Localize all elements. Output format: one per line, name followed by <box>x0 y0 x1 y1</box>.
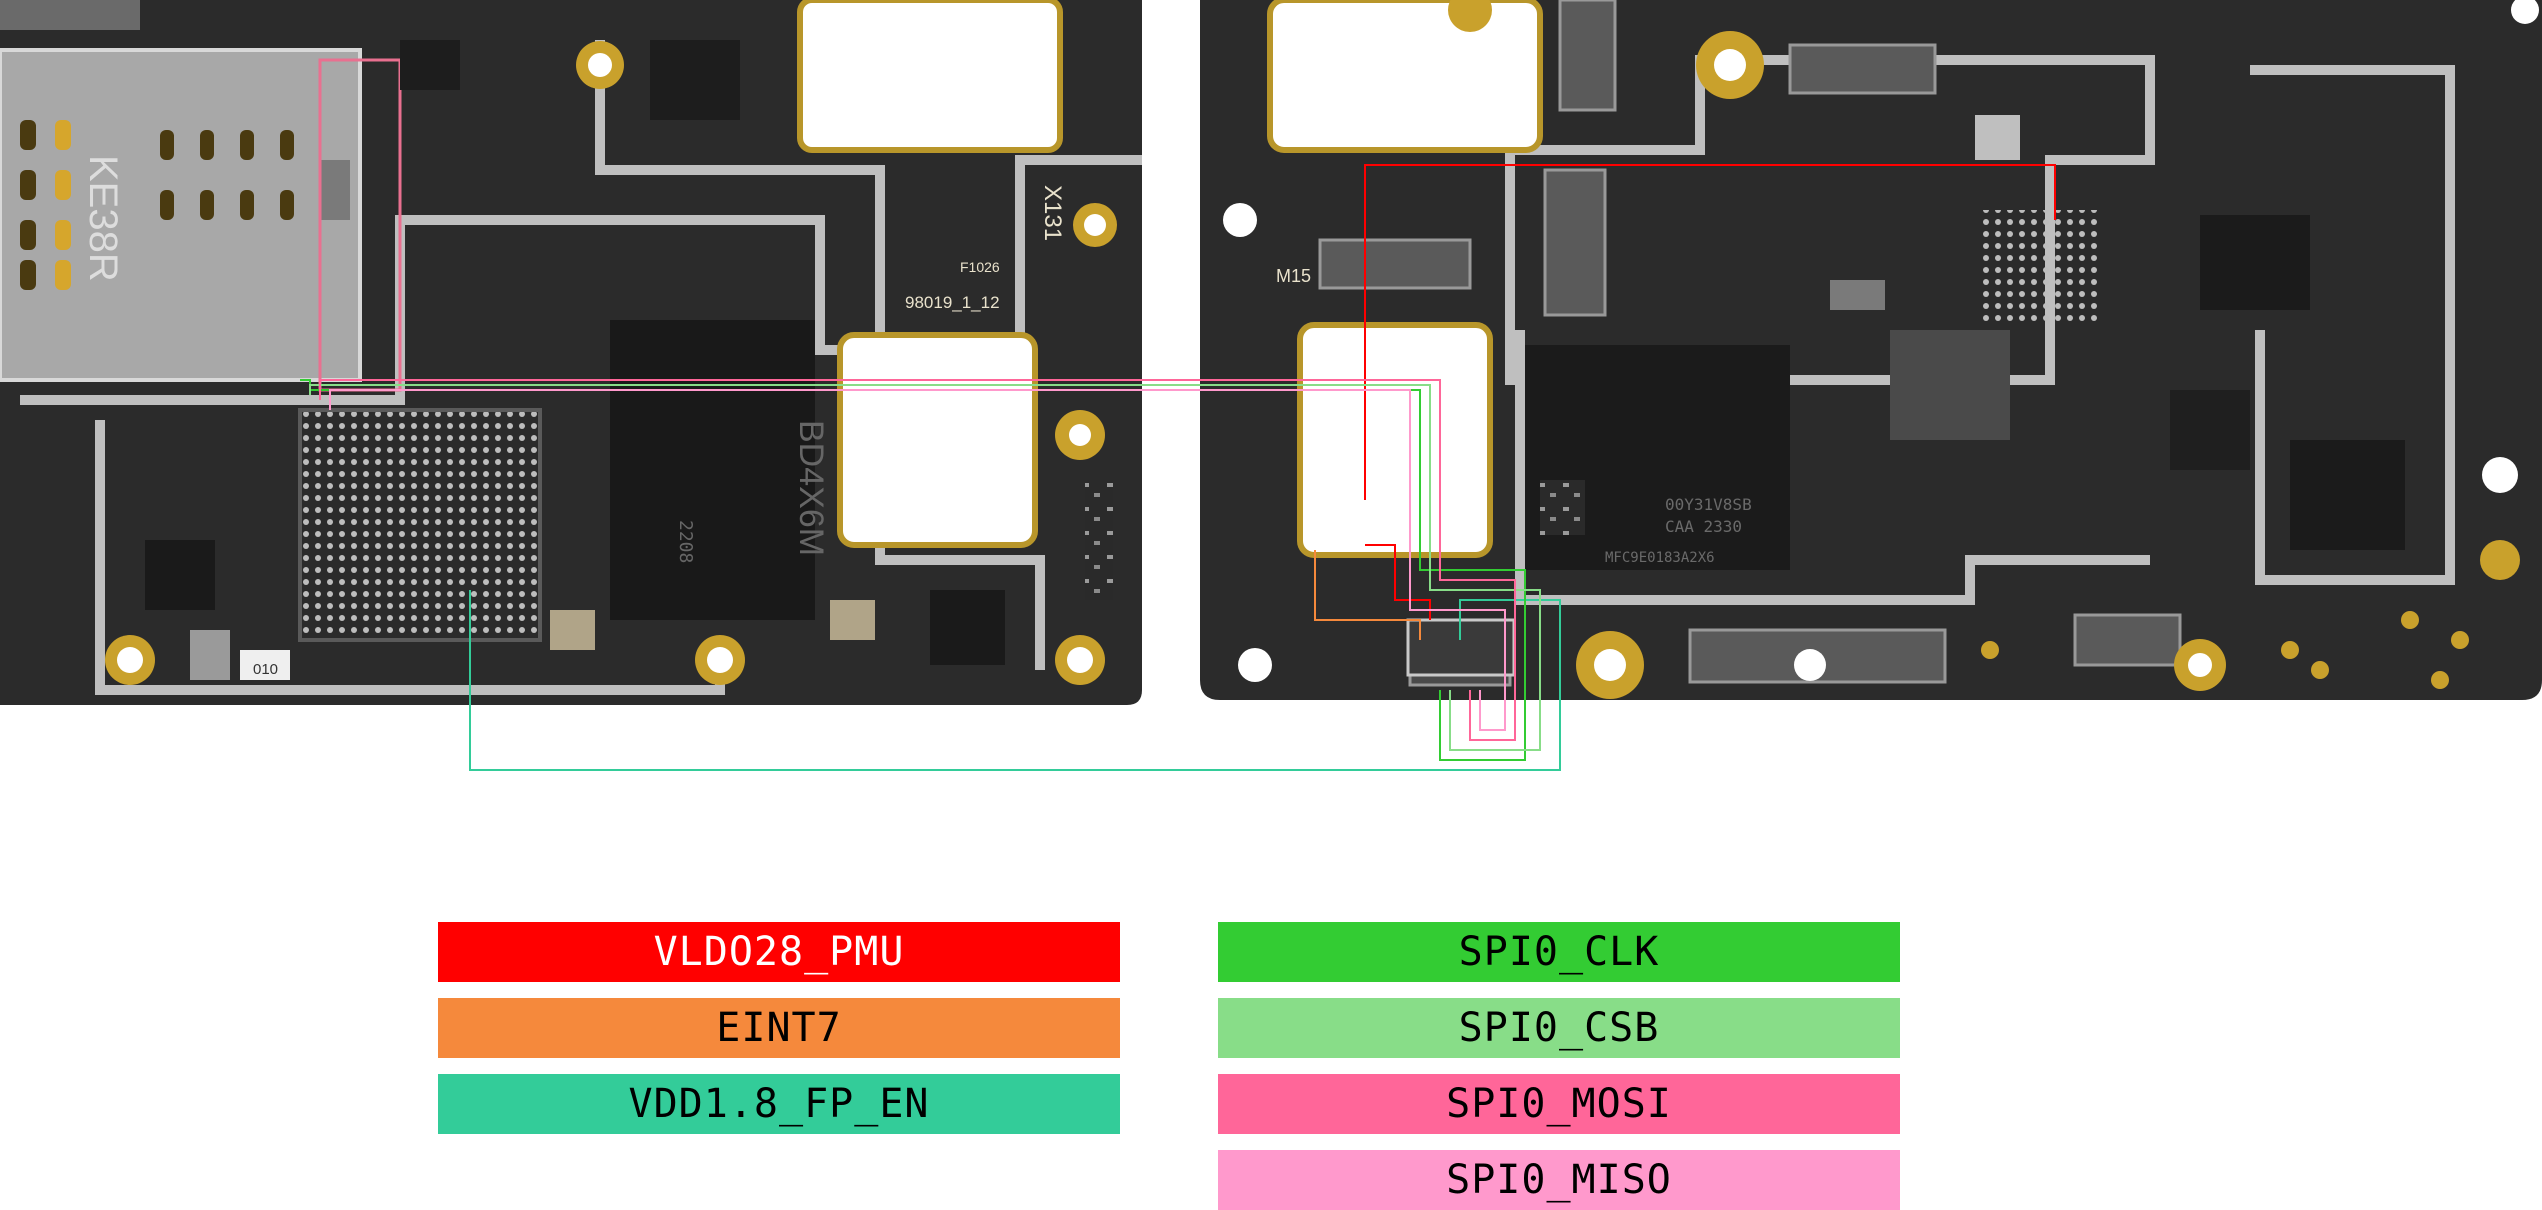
legend-label: VLDO28_PMU <box>653 929 905 975</box>
trace-spi0-clk <box>300 379 1526 761</box>
svg-text:X131: X131 <box>1039 185 1066 241</box>
soc-bga <box>298 408 542 642</box>
svg-text:CAA 2330: CAA 2330 <box>1665 517 1742 536</box>
trace-vdd18-fp-en <box>469 590 1561 771</box>
right-board: 00Y31V8SB CAA 2330 MFC9E0183A2X6 M15 <box>1200 0 2542 700</box>
legend-label: SPI0_CSB <box>1458 1005 1660 1051</box>
legend-eint7: EINT7 <box>438 998 1120 1058</box>
legend-spi0-clk: SPI0_CLK <box>1218 922 1900 982</box>
left-board-text: 98019_1_12 F1026 X131 010 <box>253 185 1066 678</box>
legend-label: SPI0_MISO <box>1446 1157 1672 1203</box>
svg-text:BD4X6M: BD4X6M <box>792 420 830 556</box>
sim-silkscreen: KE38R <box>81 155 125 282</box>
legend-label: SPI0_CLK <box>1458 929 1660 975</box>
left-board: KE38R BD4X6M 2208 <box>0 0 1142 705</box>
pcb-board-diagram: KE38R BD4X6M 2208 <box>0 0 2542 771</box>
legend-spi0-mosi: SPI0_MOSI <box>1218 1074 1900 1134</box>
legend-vdd18-fp-en: VDD1.8_FP_EN <box>438 1074 1120 1134</box>
trace-vldo28-pmu <box>1364 164 2056 500</box>
legend-spi0-miso: SPI0_MISO <box>1218 1150 1900 1210</box>
right-main-chip: 00Y31V8SB CAA 2330 MFC9E0183A2X6 <box>1525 345 1790 570</box>
legend-label: SPI0_MOSI <box>1446 1081 1672 1127</box>
svg-text:2208: 2208 <box>675 520 696 563</box>
trace-spi0-csb <box>309 384 1541 751</box>
svg-text:MFC9E0183A2X6: MFC9E0183A2X6 <box>1605 550 1715 566</box>
trace-spi0-mosi <box>319 379 1516 741</box>
legend-spi0-csb: SPI0_CSB <box>1218 998 1900 1058</box>
legend-label: EINT7 <box>716 1005 842 1051</box>
legend-label: VDD1.8_FP_EN <box>628 1081 930 1127</box>
svg-text:F1026: F1026 <box>960 259 1000 275</box>
trace-spi0-miso <box>329 389 1506 731</box>
trace-vldo28-pmu-stub <box>1365 544 1431 620</box>
memory-chip: BD4X6M 2208 <box>610 320 830 620</box>
right-board-label: M15 <box>1276 266 1311 286</box>
sim-slot: KE38R <box>0 48 362 382</box>
svg-text:00Y31V8SB: 00Y31V8SB <box>1665 495 1752 514</box>
svg-text:010: 010 <box>253 661 278 678</box>
signal-traces <box>300 164 2056 771</box>
svg-text:98019_1_12: 98019_1_12 <box>905 293 1000 312</box>
trace-eint7 <box>1314 550 1421 640</box>
legend-vldo28-pmu: VLDO28_PMU <box>438 922 1120 982</box>
